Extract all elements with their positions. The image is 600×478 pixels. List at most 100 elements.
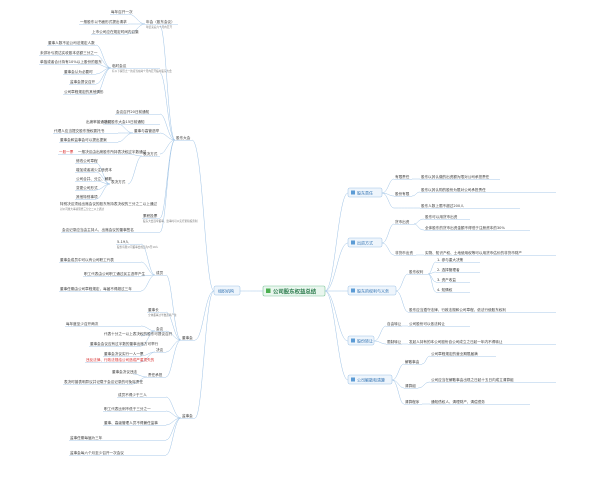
shareholder-cap: 股东人数上限不超过200人 [420,203,520,209]
branch-icon [351,240,355,245]
svg-text:公司章程规定的其他情形: 公司章程规定的其他情形 [64,89,104,94]
annual-meeting-note: 年结束后六个月内召开 [146,25,172,29]
svg-text:违反法律、行政法规给公司造成严重损失的: 违反法律、行政法规给公司造成严重损失的 [86,357,155,362]
svg-text:清算程序: 清算程序 [405,399,420,404]
voting-item: 其他特别事项 [75,194,98,200]
svg-text:股东责任: 股东责任 [357,189,373,195]
svg-text:董事人数不足公司法规定人数: 董事人数不足公司法规定人数 [48,40,95,45]
annual-meeting[interactable]: 年会（股东会议） 年结束后六个月内召开 [145,19,178,29]
capital-text: 全体股东的货币出资金额不得低于注册资本的30% [424,225,530,231]
branch-org-label: 组织机构 [218,287,234,293]
svg-text:修改公司章程: 修改公司章程 [76,158,98,163]
quorum-item: 董事会和监事会可以提出提案 [59,137,118,143]
annual-meeting-item: 每年召开一次 [110,9,133,15]
svg-text:公司解散和清算: 公司解散和清算 [357,376,385,382]
voting-item: 变更公司形式 [75,185,98,191]
dissolution-item[interactable]: 清算组 公司应当在解散事由出现之日起十五日内成立清算组 [404,377,556,389]
annual-meeting-label: 年会（股东会议） [146,19,175,24]
branch-org[interactable]: 组织机构 [213,285,241,296]
svg-text:解散事由: 解散事由 [405,359,420,364]
liability-form[interactable]: 股份有限 股东以其认购的股份为限对公司承担责任 [394,187,556,197]
supervisors-node[interactable]: 监事会 [181,413,195,419]
svg-text:增加或者减少注册资本: 增加或者减少注册资本 [76,167,112,172]
board-node[interactable]: 董事会 [181,335,195,341]
branch-dissolution[interactable]: 公司解散和清算 [347,374,393,385]
voting-node[interactable]: 表决方式 [142,151,160,157]
svg-text:非货币出资: 非货币出资 [395,250,413,255]
svg-text:单独或者合计持有10%以上股份的股东: 单独或者合计持有10%以上股份的股东 [40,59,102,64]
extraordinary-item: 公司章程规定的其他情形 [63,89,104,95]
voting-item: 公司合并、分立、解散 [75,176,112,182]
svg-text:货币出资: 货币出资 [395,219,410,224]
svg-text:董事会和监事会可以提出提案: 董事会和监事会可以提出提案 [60,137,107,142]
cumulative-voting[interactable]: 累积投票 股东大会选举董事、监事时可以实行累积投票制 [142,213,198,223]
svg-text:2. 选择管理者: 2. 选择管理者 [437,267,460,272]
svg-text:一般股东以书面形式提出请求: 一般股东以书面形式提出请求 [80,19,127,24]
svg-text:特别决议须经出席会议的股东所持表决权的三分之二以上通过: 特别决议须经出席会议的股东所持表决权的三分之二以上通过 [60,201,157,206]
rights-node[interactable]: 股东权利 [408,269,428,275]
extraordinary-item: 董事人数不足公司法规定人数 [47,40,96,46]
board-meeting-item: 董事会会议应有过半数的董事出席方可举行 [89,341,159,347]
svg-text:公司股份可以依法转让: 公司股份可以依法转让 [409,321,445,326]
branch-ownership[interactable]: 股东的权利与义务 [347,285,397,296]
shareholders-meeting[interactable]: 股东大会 [175,135,192,141]
board-member-item: 董事任期由公司章程规定，每届不得超过三年 [59,286,141,292]
svg-text:未弥补亏损达实收股本总额三分之一: 未弥补亏损达实收股本总额三分之一 [40,50,98,55]
transfer-item[interactable]: 限制转让 发起人持有的本公司股份自公司成立之日起一年内不得转让 [386,339,556,345]
svg-text:董事与高管选举: 董事与高管选举 [134,128,160,133]
svg-text:公司合并、分立、解散: 公司合并、分立、解散 [76,176,112,181]
svg-text:3. 资产收益: 3. 资产收益 [437,277,456,282]
board-liability[interactable]: 责任承担 [147,372,166,378]
svg-text:成员: 成员 [156,270,164,275]
svg-text:一股一票: 一股一票 [59,149,74,154]
board-meetings[interactable]: 会议 [155,326,166,332]
capital-type[interactable]: 货币出资 [394,219,414,225]
branch-capital[interactable]: 出资方式 [347,237,383,248]
svg-text:表决方式: 表决方式 [111,179,126,184]
svg-text:上市公司应在规定时间内召集: 上市公司应在规定时间内召集 [92,29,139,34]
svg-text:职工代表由公司职工通过民主选举产生: 职工代表由公司职工通过民主选举产生 [84,271,145,276]
capital-type[interactable]: 非货币出资 [394,250,416,256]
extraordinary-meeting[interactable]: 临时会议 有以下情形之一的应当在两个月内召开临时股东大会 [111,63,172,73]
center-node-label: 公司股东权益总结 [273,287,317,295]
svg-text:股份转让: 股份转让 [357,337,373,343]
board-chair[interactable]: 董事长 全体董事过半数选举产生 [147,307,177,317]
svg-text:出席率普通决议: 出席率普通决议 [86,119,112,124]
meeting-records: 会议记录应当由主持人、出席会议的董事签名 [61,227,160,233]
voting-item: 修改公司章程 [75,158,98,164]
svg-text:责任承担: 责任承担 [148,372,163,377]
svg-text:股东人数上限不超过200人: 股东人数上限不超过200人 [421,203,464,208]
branch-icon [351,288,355,293]
svg-text:董事会认为必要时: 董事会认为必要时 [64,69,93,74]
transfer-item[interactable]: 自由转让 公司股份可以依法转让 [386,321,470,327]
annual-meeting-item: 上市公司应在规定时间内召集 [91,29,139,35]
center-node[interactable]: 公司股东权益总结 [262,285,326,297]
svg-text:董事长: 董事长 [148,307,159,312]
supervisor-item: 职工代表比例不低于三分之一 [103,406,166,412]
svg-text:表决时曾表明异议并记载于会议记录的可免除责任: 表决时曾表明异议并记载于会议记录的可免除责任 [64,379,143,384]
board-members[interactable]: 成员 [155,270,166,276]
branch-share-transfer[interactable]: 股份转让 [347,335,375,346]
svg-text:股份有限: 股份有限 [395,191,410,196]
board-member-item: 职工代表由公司职工通过民主选举产生 [83,271,145,277]
dissolution-item[interactable]: 解散事由 公司章程规定的营业期限届满 [404,351,496,365]
svg-text:实物、知识产权、土地使用权等可以用货币估价的非货币财产: 实物、知识产权、土地使用权等可以用货币估价的非货币财产 [425,250,522,255]
svg-text:对公司重大事项须经三分之二以上通过: 对公司重大事项须经三分之二以上通过 [60,207,105,211]
branch-icon [351,377,355,382]
board-resolution[interactable]: 决议 [155,347,166,353]
svg-text:有限责任: 有限责任 [395,174,410,179]
board-meeting-item: 每年度至少召开两次 [65,321,141,327]
dissolution-item[interactable]: 清算程序 通知债权人、清理财产、清偿债务 [404,399,530,405]
quorum-node[interactable]: 董事与高管选举 [133,128,160,134]
quorum-item: 出席率普通决议 [86,119,112,124]
special-resolution-text: 特别决议须经出席会议的股东所持表决权的三分之二以上通过 对公司重大事项须经三分之… [60,201,157,211]
branch-company-form[interactable]: 股东责任 [347,187,383,198]
notice-item: 会议召开20日前通知 [115,109,160,115]
liability-form[interactable]: 有限责任 股东以其认缴的出资额为限对公司承担责任 [394,174,500,180]
extraordinary-item: 单独或者合计持有10%以上股份的股东 [39,59,102,65]
svg-text:限制转让: 限制转让 [387,339,402,344]
branch-icon [351,190,355,195]
extraordinary-item: 未弥补亏损达实收股本总额三分之一 [39,50,98,56]
special-resolution[interactable]: 表决方式 [111,179,126,184]
